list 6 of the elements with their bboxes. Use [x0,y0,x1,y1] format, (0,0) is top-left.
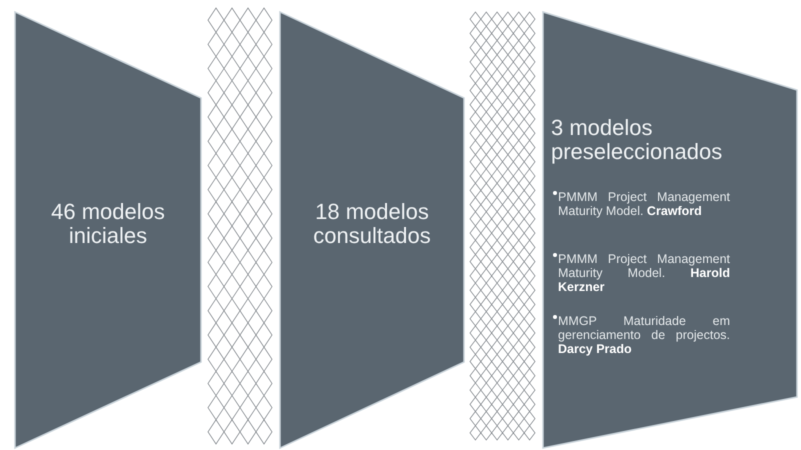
stage-label: 3 modelos preseleccionados [551,116,724,164]
model-item: PMMM Project Management Maturity Model. Crawford [558,190,730,218]
stage-label: 46 modelos iniciales [50,200,166,248]
stage-label: 18 modelos consultados [312,200,432,248]
model-item: MMGP Maturidade em gerenciamento de projectos. Darcy Prado [558,314,730,356]
model-item: PMMM Project Management Maturity Model. Harold Kerzner [558,252,730,294]
